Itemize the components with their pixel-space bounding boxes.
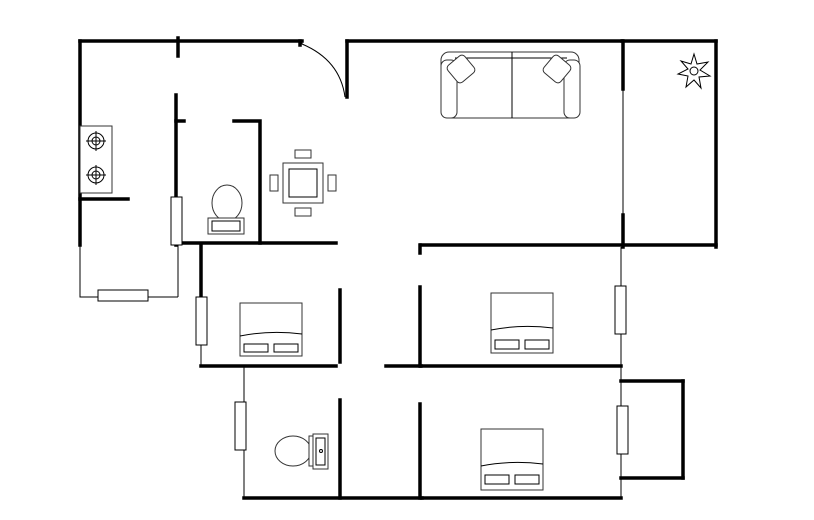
- toilet-icon: [274, 435, 319, 467]
- windows: [97, 196, 629, 455]
- potted-plant-icon: [676, 52, 712, 90]
- window-kitchen-right: [170, 196, 183, 246]
- dining-table-icon: [269, 149, 337, 217]
- wall-kitchen-left-low: [79, 245, 178, 298]
- window-kitchen-bottom: [97, 289, 149, 302]
- window-bed3: [616, 405, 629, 455]
- sofa-icon: [440, 51, 581, 119]
- window-bath2: [234, 401, 247, 451]
- entry-door: [301, 41, 346, 98]
- wash-basin-icon: [312, 433, 329, 470]
- toilet-icon: [207, 184, 245, 235]
- double-bed-icon: [239, 302, 303, 357]
- double-bed-icon: [490, 292, 554, 354]
- window-bed1: [195, 296, 208, 346]
- gas-stove-icon: [79, 125, 113, 194]
- wall-bath1-top-2: [232, 119, 262, 245]
- walls: [78, 36, 718, 500]
- double-bed-icon: [480, 428, 544, 491]
- window-bed2: [614, 285, 627, 335]
